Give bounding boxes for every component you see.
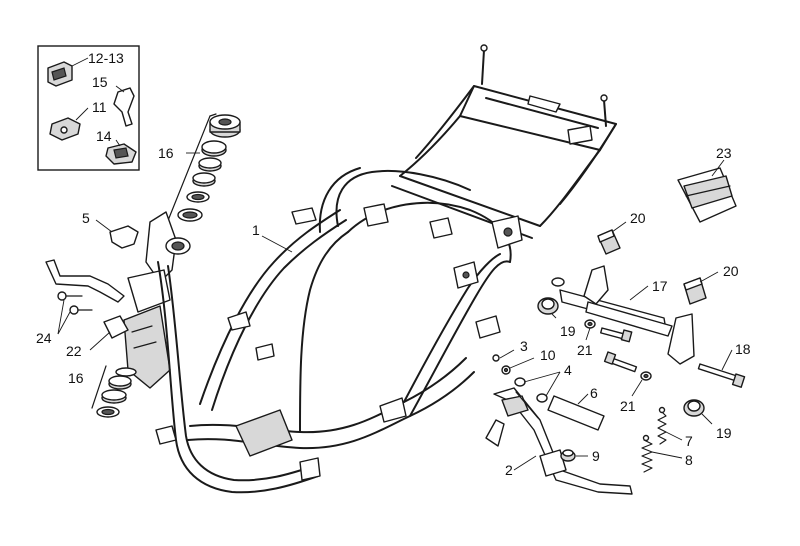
callout-19-left: 19: [560, 323, 576, 339]
callout-20-lower: 20: [723, 263, 739, 279]
bushing-9-part: [560, 449, 588, 462]
bracket-5-part: [95, 219, 139, 249]
main-frame-part: [155, 44, 617, 494]
callout-14: 14: [96, 128, 112, 144]
stand-bracket-part: [559, 265, 695, 365]
clip-15-part: [113, 85, 135, 127]
callout-12-13: 12-13: [88, 50, 124, 66]
callout-6: 6: [590, 385, 598, 401]
steering-head-part: [123, 211, 191, 389]
battery-strap-part: [677, 159, 737, 223]
callout-17: 17: [652, 278, 668, 294]
callout-10: 10: [540, 347, 556, 363]
pivot-parts-3-4-10: [492, 349, 561, 403]
bracket-24-part: [45, 259, 125, 335]
callout-24: 24: [36, 330, 52, 346]
bolt-21-upper: [600, 327, 633, 343]
nut-washer-group: [551, 277, 652, 397]
callout-19-right: 19: [716, 425, 732, 441]
pin-6-part: [547, 393, 605, 431]
callout-16-upper: 16: [158, 145, 174, 161]
inset-box: [37, 45, 140, 171]
bushing-19-left: [537, 297, 559, 319]
rubber-pad-20-lower: [683, 271, 719, 305]
spring-7-part: [657, 406, 683, 445]
clip-12-13-part: [47, 57, 89, 87]
callout-11: 11: [92, 99, 107, 115]
callout-21-upper: 21: [577, 342, 593, 358]
headset-bearing-stack-bottom: [91, 365, 137, 418]
clip-14-part: [105, 139, 137, 165]
callout-7: 7: [685, 433, 693, 449]
callout-21-lower: 21: [620, 398, 636, 414]
bolt-18-part: [697, 349, 746, 388]
callout-3: 3: [520, 338, 528, 354]
callout-18: 18: [735, 341, 751, 357]
callout-4: 4: [564, 362, 572, 378]
callout-9: 9: [592, 448, 600, 464]
bushing-19-right: [683, 399, 713, 425]
bolt-21-lower: [603, 351, 638, 373]
bracket-22-part: [89, 315, 129, 351]
callout-16-lower: 16: [68, 370, 84, 386]
callout-15: 15: [92, 74, 108, 90]
callout-8: 8: [685, 452, 693, 468]
callout-22: 22: [66, 343, 82, 359]
callout-2: 2: [505, 462, 513, 478]
headset-bearing-stack-top: [164, 113, 241, 231]
callout-20-upper: 20: [630, 210, 646, 226]
rubber-pad-20-upper: [597, 221, 627, 255]
spring-8-part: [641, 434, 683, 473]
callout-1: 1: [252, 222, 260, 238]
clip-11-part: [49, 107, 89, 141]
callout-5: 5: [82, 210, 90, 226]
centre-stand-part: [485, 387, 633, 495]
callout-23: 23: [716, 145, 732, 161]
